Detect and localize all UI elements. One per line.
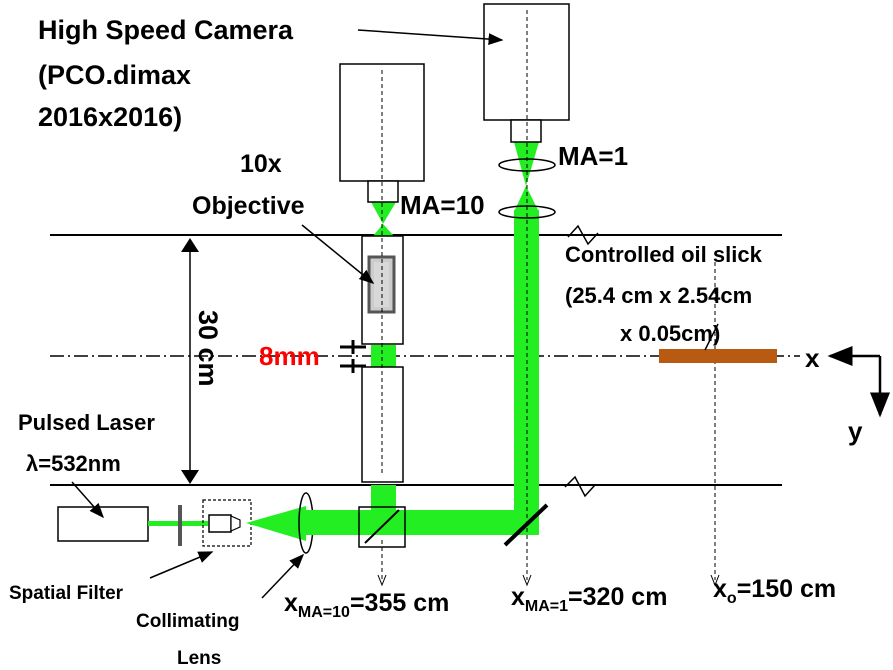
ma1-position-arrow [522,574,532,587]
height-arrow-top [181,238,199,252]
oil-slick [659,349,777,363]
oil-label-pointer [704,323,719,351]
y-axis-label: y [848,416,863,446]
expanding-beam [246,506,306,541]
collimating-label-line1: Collimating [136,611,239,632]
ma10-label: MA=10 [400,190,485,220]
beam-cone-ma10 [371,202,396,224]
vertical-beam-gap [371,345,396,367]
collimating-lens-pointer [261,553,305,599]
position-ma10-label: xMA=10=355 cm [284,589,449,621]
ma10-position-arrow [377,574,387,587]
camera-label-pointer [357,29,504,46]
objective-10x-label: 10x [240,150,282,178]
lens-ring-ma1-lower [498,205,556,219]
vertical-beam-ma10-lower [371,485,396,512]
height-label: 30 cm [193,310,223,387]
wall-break-bottom [564,475,596,498]
beam-cone-ma10-lower [373,224,394,236]
ma1-label: MA=1 [558,141,628,171]
turning-mirror [503,503,549,547]
height-arrow-bottom [181,470,199,484]
laser-label-pointer [71,481,104,519]
oil-label-line3: x 0.05cm) [620,321,720,346]
collimating-label-line2: Lens [177,648,221,669]
position-xo-label: xo=150 cm [713,575,836,607]
pulsed-laser [57,506,149,542]
lens-ring-ma1-upper [498,158,556,172]
collimated-beam-horizontal [306,510,539,535]
xo-position-arrow [710,574,720,587]
objective-label-pointer [301,224,375,284]
spatial-filter-pointer [149,551,214,579]
x-axis-label: x [805,343,820,373]
beam-splitter-mirror [364,509,400,544]
wall-break-top [567,224,599,246]
position-ma1-label: xMA=1=320 cm [511,583,667,615]
spatial-filter-tip [230,515,241,532]
oil-label-line1: Controlled oil slick [565,242,763,267]
spatial-filter-lens [208,514,232,533]
objective-word-label: Objective [192,192,305,220]
camera-resolution-label: 2016x2016) [38,102,182,132]
camera-ma1-lens [510,119,542,143]
gap-label: 8mm [259,341,320,371]
laser-label-line2: λ=532nm [26,451,121,476]
camera-model-label: (PCO.dimax [38,60,191,90]
laser-label-line1: Pulsed Laser [18,410,155,435]
camera-title-label: High Speed Camera [38,15,294,45]
camera-ma10-lens [367,180,399,203]
oil-label-line2: (25.4 cm x 2.54cm [565,283,752,308]
objective-inner [374,262,389,307]
spatial-filter-label: Spatial Filter [9,583,124,604]
